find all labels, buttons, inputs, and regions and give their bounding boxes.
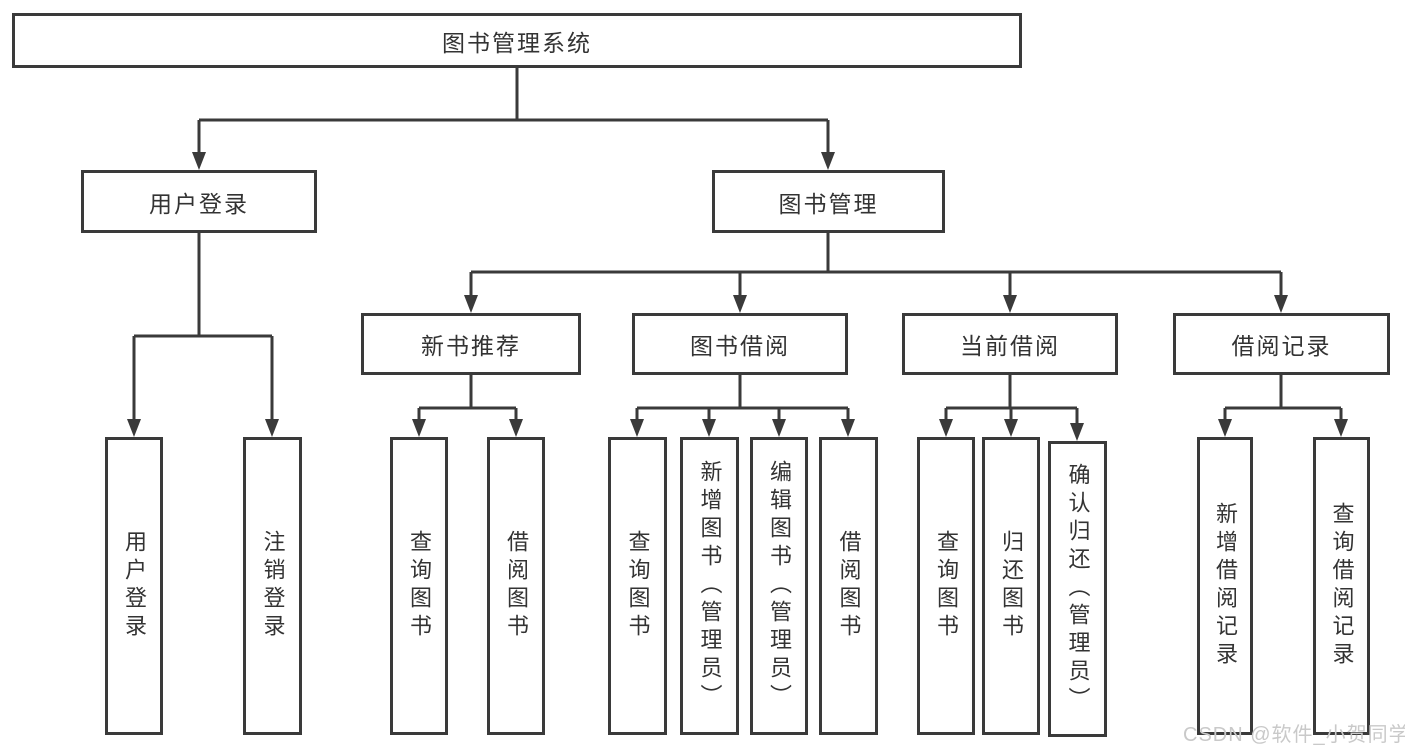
node-borrow-records-label: 借阅记录 (1231, 333, 1332, 359)
leaf-user-login: 用户登录 (105, 437, 163, 735)
node-root: 图书管理系统 (12, 13, 1022, 68)
leaf-borrow-query-books-label: 查询图书 (625, 530, 651, 642)
leaf-current-confirm-return-admin-label: 确认归还（管理员） (1065, 463, 1091, 715)
leaf-current-return-books: 归还图书 (982, 437, 1040, 735)
node-current-borrow: 当前借阅 (902, 313, 1118, 375)
leaf-recommend-query-books-label: 查询图书 (407, 530, 432, 642)
leaf-user-login-label: 用户登录 (122, 530, 147, 642)
node-borrow-records: 借阅记录 (1173, 313, 1390, 375)
leaf-borrow-borrow-books: 借阅图书 (819, 437, 878, 735)
leaf-recommend-query-books: 查询图书 (390, 437, 448, 735)
leaf-current-confirm-return-admin: 确认归还（管理员） (1048, 441, 1107, 737)
leaf-borrow-add-books-admin-label: 新增图书（管理员） (697, 460, 723, 712)
connector-book-borrow-children (630, 375, 855, 437)
node-new-book-recommend-label: 新书推荐 (421, 333, 521, 359)
leaf-records-query-record: 查询借阅记录 (1313, 437, 1370, 735)
leaf-current-return-books-label: 归还图书 (999, 530, 1024, 642)
leaf-recommend-borrow-books: 借阅图书 (487, 437, 545, 735)
leaf-borrow-borrow-books-label: 借阅图书 (836, 530, 862, 642)
node-book-borrow-label: 图书借阅 (690, 333, 790, 359)
leaf-borrow-edit-books-admin: 编辑图书（管理员） (750, 437, 808, 735)
connector-book-management-children (464, 233, 1288, 313)
leaf-borrow-query-books: 查询图书 (608, 437, 667, 735)
leaf-current-query-books-label: 查询图书 (934, 530, 959, 642)
watermark: CSDN @软件_小贺同学 (1183, 724, 1405, 746)
node-book-borrow: 图书借阅 (632, 313, 848, 375)
connector-current-borrow-children (939, 375, 1084, 441)
leaf-records-query-record-label: 查询借阅记录 (1329, 502, 1355, 670)
connector-root-to-level2 (192, 68, 835, 170)
connector-new-book-children (412, 375, 523, 437)
connector-borrow-record-children (1218, 375, 1348, 437)
leaf-borrow-edit-books-admin-label: 编辑图书（管理员） (767, 460, 792, 712)
leaf-records-add-record-label: 新增借阅记录 (1213, 502, 1238, 670)
node-current-borrow-label: 当前借阅 (960, 333, 1060, 359)
node-user-login: 用户登录 (81, 170, 317, 233)
node-root-label: 图书管理系统 (442, 29, 592, 56)
leaf-logout: 注销登录 (243, 437, 302, 735)
leaf-borrow-add-books-admin: 新增图书（管理员） (680, 437, 739, 735)
node-book-management-label: 图书管理 (778, 190, 879, 217)
connector-user-login-children (127, 233, 279, 437)
leaf-records-add-record: 新增借阅记录 (1197, 437, 1253, 735)
leaf-current-query-books: 查询图书 (917, 437, 975, 735)
leaf-logout-label: 注销登录 (260, 530, 286, 642)
node-book-management: 图书管理 (712, 170, 945, 233)
node-new-book-recommend: 新书推荐 (361, 313, 581, 375)
leaf-recommend-borrow-books-label: 借阅图书 (504, 530, 529, 642)
node-user-login-label: 用户登录 (149, 190, 249, 217)
